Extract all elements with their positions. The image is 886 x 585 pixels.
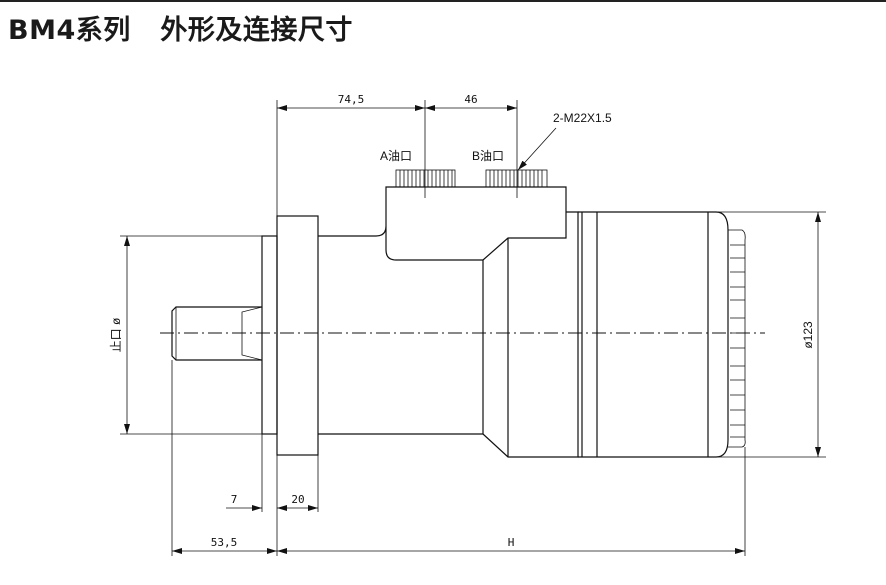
dim-shaft-length: 53,5 <box>211 536 238 549</box>
mounting-flange <box>276 215 319 456</box>
top-border <box>0 0 886 2</box>
threaded-shaft <box>171 306 263 361</box>
pilot-diameter-label: 止口 ø <box>109 317 123 352</box>
dim-overall-length: H <box>508 536 515 549</box>
housing-body <box>318 186 575 458</box>
dim-port-a-offset: 74,5 <box>338 93 365 106</box>
dim-flange-thickness: 20 <box>291 493 304 506</box>
port-b-label: B油口 <box>472 149 504 163</box>
motor-cylinder <box>575 211 729 458</box>
pilot-section <box>261 235 278 435</box>
port-a-label: A油口 <box>380 149 412 163</box>
end-cap-bolts <box>728 229 746 448</box>
port-a <box>395 169 456 188</box>
page-title: BM4系列 外形及连接尺寸 <box>8 15 353 46</box>
dim-pilot-length: 7 <box>231 493 238 506</box>
port-thread-spec: 2-M22X1.5 <box>553 111 612 125</box>
body-diameter-label: ø123 <box>801 321 815 349</box>
port-b <box>485 169 548 188</box>
dim-port-spacing: 46 <box>464 93 477 106</box>
